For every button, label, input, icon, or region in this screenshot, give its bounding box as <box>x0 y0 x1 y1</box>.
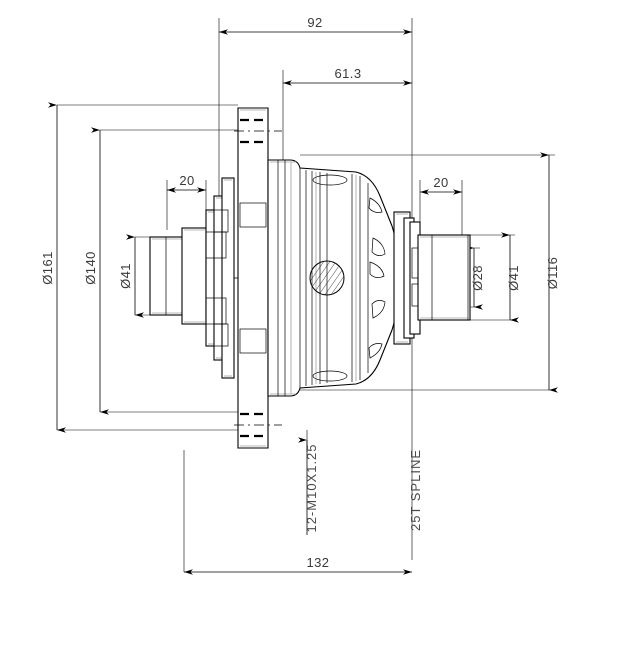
housing-notch-lower <box>368 343 383 359</box>
dimension-top-overall: 92 <box>219 15 412 35</box>
dimension-bottom-overall: 132 <box>184 555 412 575</box>
housing-crescent-lower <box>371 300 386 319</box>
annotation-spline-note-label: 25T SPLINE <box>408 449 423 531</box>
dimension-top-inner: 61.3 <box>283 66 412 86</box>
right-bearing-hub <box>393 211 423 345</box>
dimension-top-overall-label: 92 <box>307 15 322 30</box>
dimension-right-bore-dia: Ø28 <box>465 245 485 310</box>
dimension-right-outer-dia: Ø116 <box>540 152 560 393</box>
differential-housing <box>267 159 397 397</box>
dimension-left-outer-dia: Ø161 <box>40 102 66 433</box>
cross-pin-hole <box>309 260 345 296</box>
dimension-right-step: 20 <box>420 175 462 195</box>
annotation-spline-note: 25T SPLINE <box>408 449 423 531</box>
dimension-right-bore-dia-label: Ø28 <box>470 265 485 291</box>
part-assembly-drawing <box>149 107 471 449</box>
dimension-left-outer-dia-label: Ø161 <box>40 251 55 284</box>
annotation-thread-note-label: 12-M10X1.25 <box>304 443 319 532</box>
dimension-left-mid-dia-label: Ø140 <box>83 251 98 284</box>
right-stub-shaft <box>417 234 471 321</box>
left-stub-shaft <box>149 227 209 325</box>
dimension-left-step: 20 <box>167 173 206 193</box>
dimension-right-shaft-dia-label: Ø41 <box>506 265 521 291</box>
annotation-thread-note: 12-M10X1.25 <box>298 437 319 535</box>
dimension-right-outer-dia-label: Ø116 <box>545 257 560 289</box>
dimension-left-step-label: 20 <box>179 173 194 188</box>
housing-window-slot-bottom <box>312 370 348 382</box>
housing-crescent-mid <box>369 261 385 278</box>
dimension-left-shaft-dia: Ø41 <box>118 234 144 318</box>
housing-notch-upper <box>368 197 383 213</box>
housing-crescent-upper <box>371 237 386 256</box>
dimension-right-step-label: 20 <box>433 175 448 190</box>
bearing-carrier-stack <box>205 177 235 379</box>
dimension-right-shaft-dia: Ø41 <box>501 232 521 323</box>
dimension-left-shaft-dia-label: Ø41 <box>118 263 133 289</box>
dimension-top-inner-label: 61.3 <box>335 66 362 81</box>
dimension-left-mid-dia: Ø140 <box>83 127 109 415</box>
dimension-bottom-overall-label: 132 <box>307 555 330 570</box>
housing-window-slot-top <box>312 174 348 186</box>
